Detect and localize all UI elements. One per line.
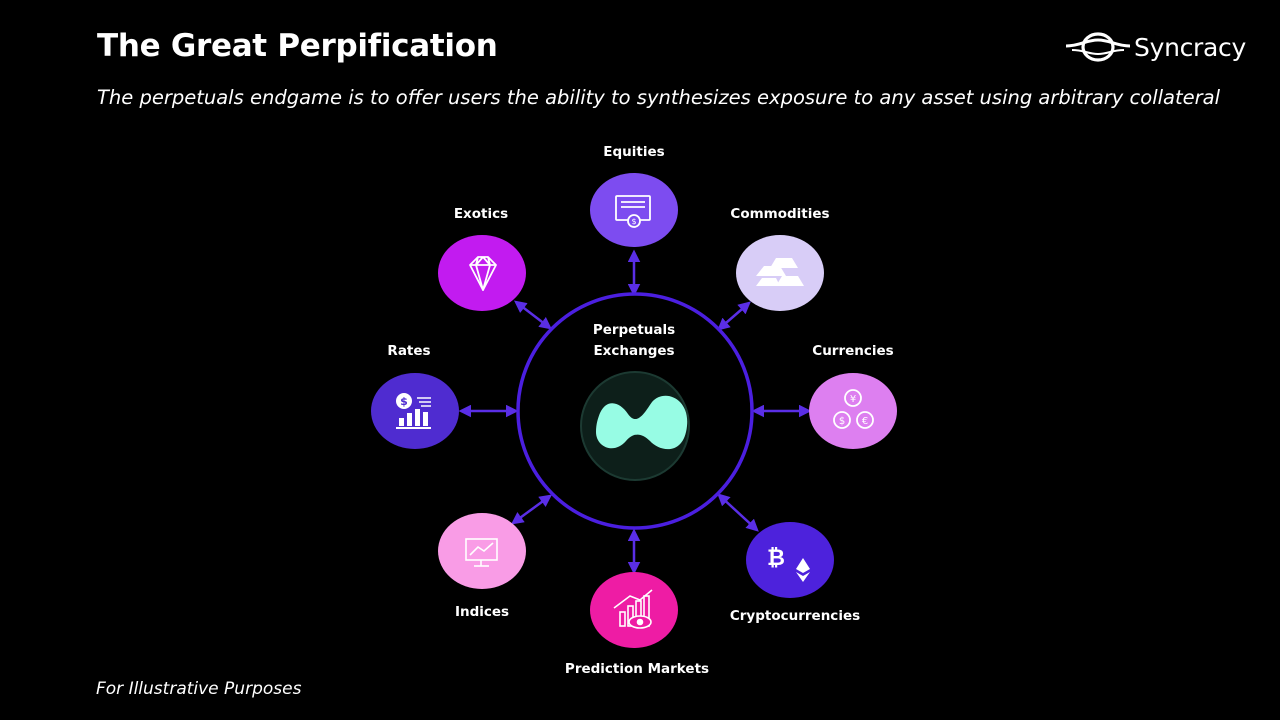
equities-label: Equities (603, 144, 664, 160)
node-indices: Indices (438, 513, 526, 620)
indices-circle (438, 513, 526, 589)
page-subtitle: The perpetuals endgame is to offer users… (97, 86, 1221, 109)
equities-circle (590, 173, 678, 247)
connector-indices (510, 494, 553, 525)
certificate-icon: $ (615, 195, 651, 228)
exotics-circle (438, 235, 526, 311)
svg-text:¥: ¥ (850, 394, 856, 405)
hub: Perpetuals Exchanges (516, 292, 754, 530)
node-rates: $ Rates (371, 343, 459, 449)
hyperliquid-logo-icon (596, 395, 688, 450)
gold-bars-icon (756, 258, 804, 286)
node-commodities: Commodities (730, 206, 830, 311)
prediction-markets-label: Prediction Markets (565, 661, 709, 677)
currencies-label: Currencies (812, 343, 893, 359)
page-title: The Great Perpification (97, 28, 498, 64)
node-currencies: ¥ $ € Currencies (809, 343, 897, 449)
syncracy-logo: Syncracy (1066, 28, 1246, 66)
interest-rate-chart-icon: $ (396, 393, 431, 429)
currencies-circle (809, 373, 897, 449)
syncracy-logo-icon (1066, 32, 1130, 62)
svg-text:$: $ (631, 217, 636, 226)
connector-exotics (514, 300, 552, 330)
node-exotics: Exotics (438, 206, 526, 311)
node-equities: $ Equities (590, 144, 678, 247)
footnote: For Illustrative Purposes (96, 679, 302, 699)
cryptocurrencies-label: Cryptocurrencies (730, 608, 860, 624)
svg-text:€: € (862, 416, 868, 427)
logo-text: Syncracy (1134, 32, 1246, 62)
hub-label-line2: Exchanges (593, 343, 674, 359)
node-prediction-markets: Prediction Markets (565, 572, 709, 677)
prediction-markets-circle (590, 572, 678, 648)
diamond-icon (469, 256, 497, 291)
svg-text:₿: ₿ (767, 546, 785, 571)
svg-text:$: $ (400, 395, 408, 408)
connector-cryptocurrencies (717, 493, 759, 532)
currency-coins-icon: ¥ $ € (833, 389, 874, 429)
hub-label-line1: Perpetuals (593, 322, 675, 338)
connector-commodities (717, 301, 751, 331)
node-cryptocurrencies: ₿ Cryptocurrencies (730, 522, 860, 624)
rates-label: Rates (387, 343, 430, 359)
connectors (458, 249, 812, 575)
commodities-label: Commodities (730, 206, 829, 222)
monitor-chart-icon (465, 538, 498, 567)
indices-label: Indices (455, 604, 509, 620)
svg-text:$: $ (839, 416, 845, 427)
bitcoin-ethereum-icon: ₿ (767, 546, 810, 582)
chart-eye-icon (613, 589, 653, 629)
cryptocurrencies-circle (746, 522, 834, 598)
exotics-label: Exotics (454, 206, 508, 222)
